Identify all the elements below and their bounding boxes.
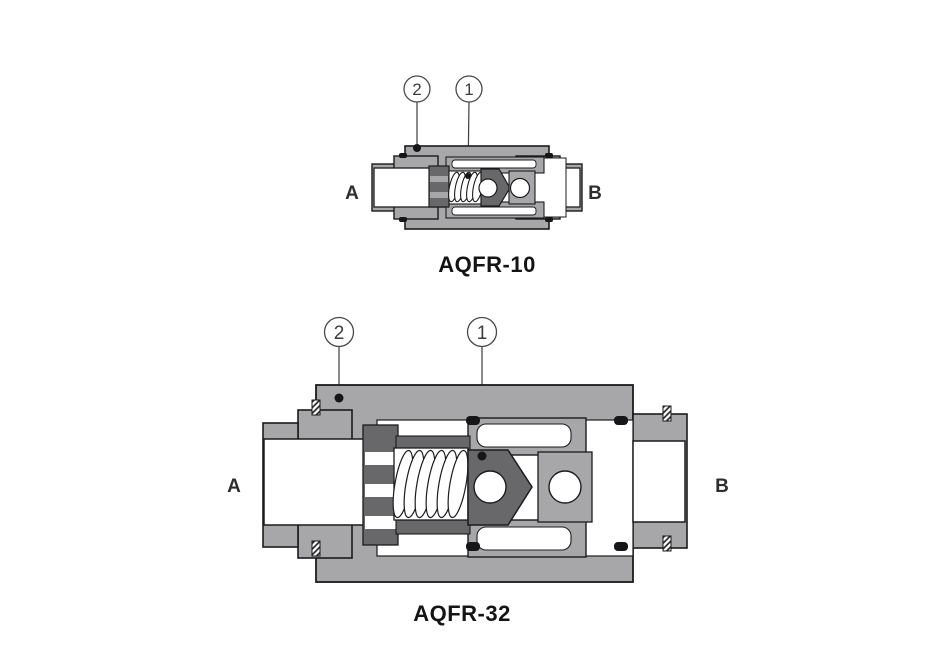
cage-flow-slot-bottom (476, 526, 572, 551)
backup-seal (311, 399, 321, 416)
poppet-orifice (478, 178, 498, 198)
o-ring-seal (614, 542, 628, 551)
port-a-label: A (345, 183, 359, 204)
spring-seat (428, 165, 450, 208)
spring-seat-groove (365, 452, 396, 465)
spring-seat-groove (365, 516, 396, 529)
port-b-label: B (715, 476, 729, 497)
callout-number-2: 2 (412, 80, 421, 99)
spring-seat-groove (430, 192, 448, 198)
backup-seal (662, 405, 672, 422)
callout-balloon-2 (323, 316, 355, 348)
spring-retainer-bottom (395, 519, 471, 535)
callout-number-1: 1 (477, 323, 488, 344)
callout-dot-2 (334, 393, 344, 403)
callout-number-1: 1 (464, 80, 473, 99)
backup-seal (662, 535, 672, 552)
o-ring-seal (614, 416, 628, 425)
o-ring-seal (545, 217, 553, 222)
aqfr-10-drawing: 2 1 A B AQFR-10 (345, 75, 602, 277)
backup-seal (311, 540, 321, 557)
cage-flow-slot-top (451, 159, 537, 169)
poppet-orifice (473, 470, 507, 504)
cage-flow-slot-bottom (451, 206, 537, 216)
cage-flow-slot-top (476, 423, 572, 448)
spring (392, 447, 469, 521)
o-ring-seal (466, 542, 480, 551)
spring-coil (447, 449, 469, 519)
valve-caption: AQFR-32 (413, 601, 511, 626)
callout-dot-1 (477, 451, 487, 461)
callout-balloon-2 (403, 75, 431, 103)
spring-seat-groove (430, 176, 448, 182)
o-ring-seal (466, 416, 480, 425)
bore-passage-a (263, 438, 378, 526)
callout-dot-2 (413, 144, 421, 152)
port-a-label: A (227, 476, 241, 497)
flow-orifice (509, 177, 531, 199)
o-ring-seal (399, 217, 407, 222)
o-ring-seal (545, 153, 553, 158)
flow-orifice (548, 470, 582, 504)
callout-balloon-1 (455, 75, 483, 103)
callout-balloon-1 (466, 316, 498, 348)
callout-dot-1 (465, 173, 471, 179)
spring-seat-groove (365, 484, 396, 497)
o-ring-seal (399, 153, 407, 158)
callout-number-2: 2 (334, 323, 345, 344)
valve-caption: AQFR-10 (438, 252, 536, 277)
bore-passage-b (632, 440, 686, 523)
port-b-label: B (588, 183, 602, 204)
aqfr-32-drawing: 2 1 A B AQFR-32 (227, 316, 729, 626)
